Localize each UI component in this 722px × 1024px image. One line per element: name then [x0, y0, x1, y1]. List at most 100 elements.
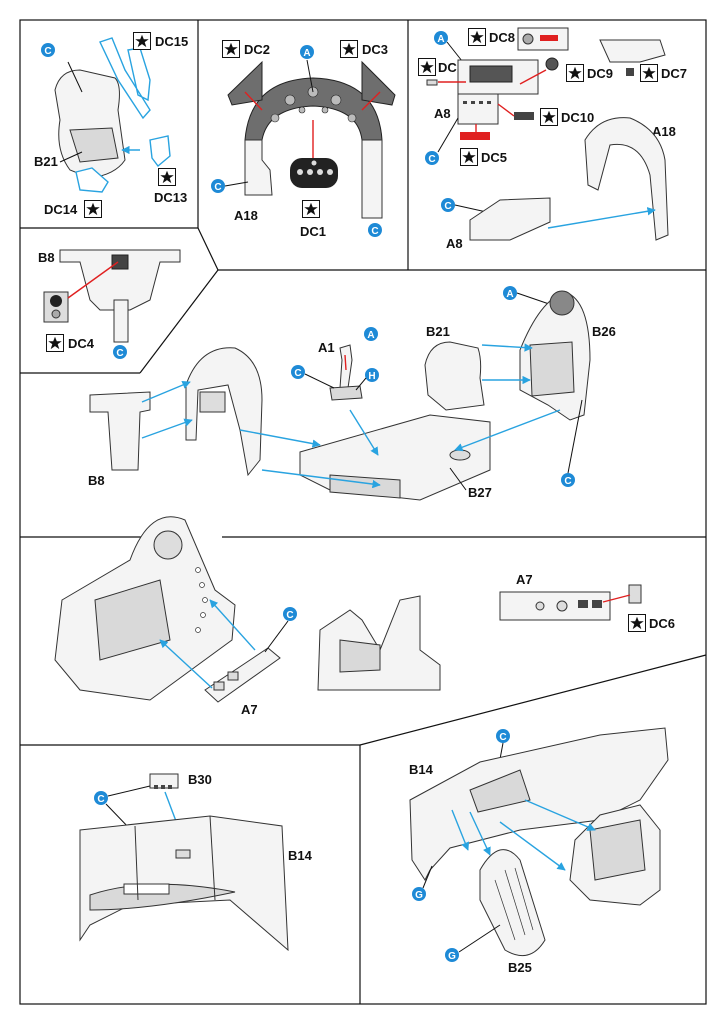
- part-label-a1: A1: [318, 340, 335, 355]
- panel-borders: [19, 19, 707, 1005]
- part-label-b21: B21: [34, 154, 58, 169]
- svg-text:A: A: [367, 330, 374, 341]
- cockpit-side-view: [317, 595, 441, 691]
- part-label-b14: B14: [288, 848, 313, 863]
- part-label-b21: B21: [426, 324, 450, 339]
- decal-label-dc1: DC1: [300, 224, 326, 239]
- step-rudder-pedals: B8 DC4 C: [38, 249, 181, 359]
- star-icon: [460, 148, 478, 166]
- console-a7: [204, 647, 281, 703]
- decal-label-dc9: DC9: [587, 66, 613, 81]
- star-icon: [628, 614, 646, 632]
- paint-callout-h: [365, 368, 379, 382]
- svg-text:A: A: [506, 289, 513, 300]
- paint-callout-a: [300, 45, 314, 59]
- svg-text:C: C: [444, 201, 451, 212]
- step-console-a7: C A7 A7 DC6: [54, 516, 675, 717]
- paint-callout-c: [291, 365, 305, 379]
- tail-wheel-bay-b25: [479, 849, 546, 957]
- star-icon: [418, 58, 436, 76]
- part-label-a7: A7: [516, 572, 533, 587]
- decal-label-dc5: DC5: [481, 150, 507, 165]
- decal-label-dc10: DC10: [561, 110, 594, 125]
- step-cockpit-tub: B8 A A1 C H B27 B21 A B26: [88, 286, 616, 501]
- step-instrument-panel: DC2 A DC3 C A18 DC1 C: [211, 40, 396, 239]
- part-label-a8: A8: [434, 106, 451, 121]
- part-label-b14: B14: [409, 762, 434, 777]
- paint-callout-c: [211, 179, 225, 193]
- paint-callout-c: [496, 729, 510, 743]
- step-seat-belts: C DC15 B21 DC13 DC14: [34, 32, 188, 218]
- rudder-pedals-b8: [59, 249, 181, 311]
- svg-text:A: A: [437, 34, 444, 45]
- paint-callout-c: [41, 43, 55, 57]
- decal-label-dc4: DC4: [68, 336, 95, 351]
- paint-callout-g: [412, 887, 426, 901]
- star-icon: [222, 40, 240, 58]
- paint-callout-a: [434, 31, 448, 45]
- part-label-b8: B8: [38, 250, 55, 265]
- part-label-a18: A18: [652, 124, 676, 139]
- seat-b21-drawing: [54, 69, 126, 179]
- step-side-consoles: A DC8 DC11 DC9 DC7 A8 DC10 C DC5 A: [418, 27, 687, 251]
- paint-callout-a: [364, 327, 378, 341]
- paint-callout-c: [561, 473, 575, 487]
- star-icon: [566, 64, 584, 82]
- decal-label-dc7: DC7: [661, 66, 687, 81]
- paint-callout-g: [445, 948, 459, 962]
- console-a7-detail: [499, 591, 611, 621]
- svg-text:C: C: [44, 46, 51, 57]
- svg-text:C: C: [214, 182, 221, 193]
- paint-callout-c: [441, 198, 455, 212]
- svg-text:C: C: [286, 610, 293, 621]
- paint-callout-a: [503, 286, 517, 300]
- svg-text:G: G: [415, 890, 423, 901]
- paint-callout-c: [368, 223, 382, 237]
- star-icon: [302, 200, 320, 218]
- star-icon: [84, 200, 102, 218]
- svg-text:H: H: [368, 371, 375, 382]
- svg-text:A: A: [303, 48, 310, 59]
- decal-label-dc6: DC6: [649, 616, 675, 631]
- step-fuselage-assembly: B14 C G G B25: [409, 727, 669, 975]
- star-icon: [468, 28, 486, 46]
- part-label-a8: A8: [446, 236, 463, 251]
- decal-label-dc15: DC15: [155, 34, 188, 49]
- panel-frame-a18: [584, 117, 669, 241]
- star-icon: [46, 334, 64, 352]
- svg-text:C: C: [97, 794, 104, 805]
- part-label-b30: B30: [188, 772, 212, 787]
- star-icon: [340, 40, 358, 58]
- svg-text:C: C: [116, 348, 123, 359]
- decal-label-dc14: DC14: [44, 202, 78, 217]
- star-icon: [640, 64, 658, 82]
- part-label-b27: B27: [468, 485, 492, 500]
- part-label-a18: A18: [234, 208, 258, 223]
- decal-label-dc13: DC13: [154, 190, 187, 205]
- decal-label-dc8: DC8: [489, 30, 515, 45]
- fuselage-half-b14: [79, 815, 289, 952]
- svg-text:C: C: [428, 154, 435, 165]
- star-icon: [133, 32, 151, 50]
- star-icon: [158, 168, 176, 186]
- svg-text:C: C: [294, 368, 301, 379]
- side-console-a8: [469, 197, 551, 241]
- part-label-b8: B8: [88, 473, 105, 488]
- part-label-a7: A7: [241, 702, 258, 717]
- rudder-pedals-b8: [89, 391, 151, 471]
- part-label-b26: B26: [592, 324, 616, 339]
- paint-callout-c: [425, 151, 439, 165]
- decal-label-dc2: DC2: [244, 42, 270, 57]
- svg-text:G: G: [448, 951, 456, 962]
- paint-callout-c: [113, 345, 127, 359]
- part-label-b25: B25: [508, 960, 532, 975]
- decal-label-dc3: DC3: [362, 42, 388, 57]
- svg-text:C: C: [371, 226, 378, 237]
- star-icon: [540, 108, 558, 126]
- paint-callout-c: [283, 607, 297, 621]
- paint-callout-c: [94, 791, 108, 805]
- seat-b21: [424, 341, 485, 411]
- svg-text:C: C: [499, 732, 506, 743]
- step-fuselage-b30: B30 C B14: [79, 772, 313, 952]
